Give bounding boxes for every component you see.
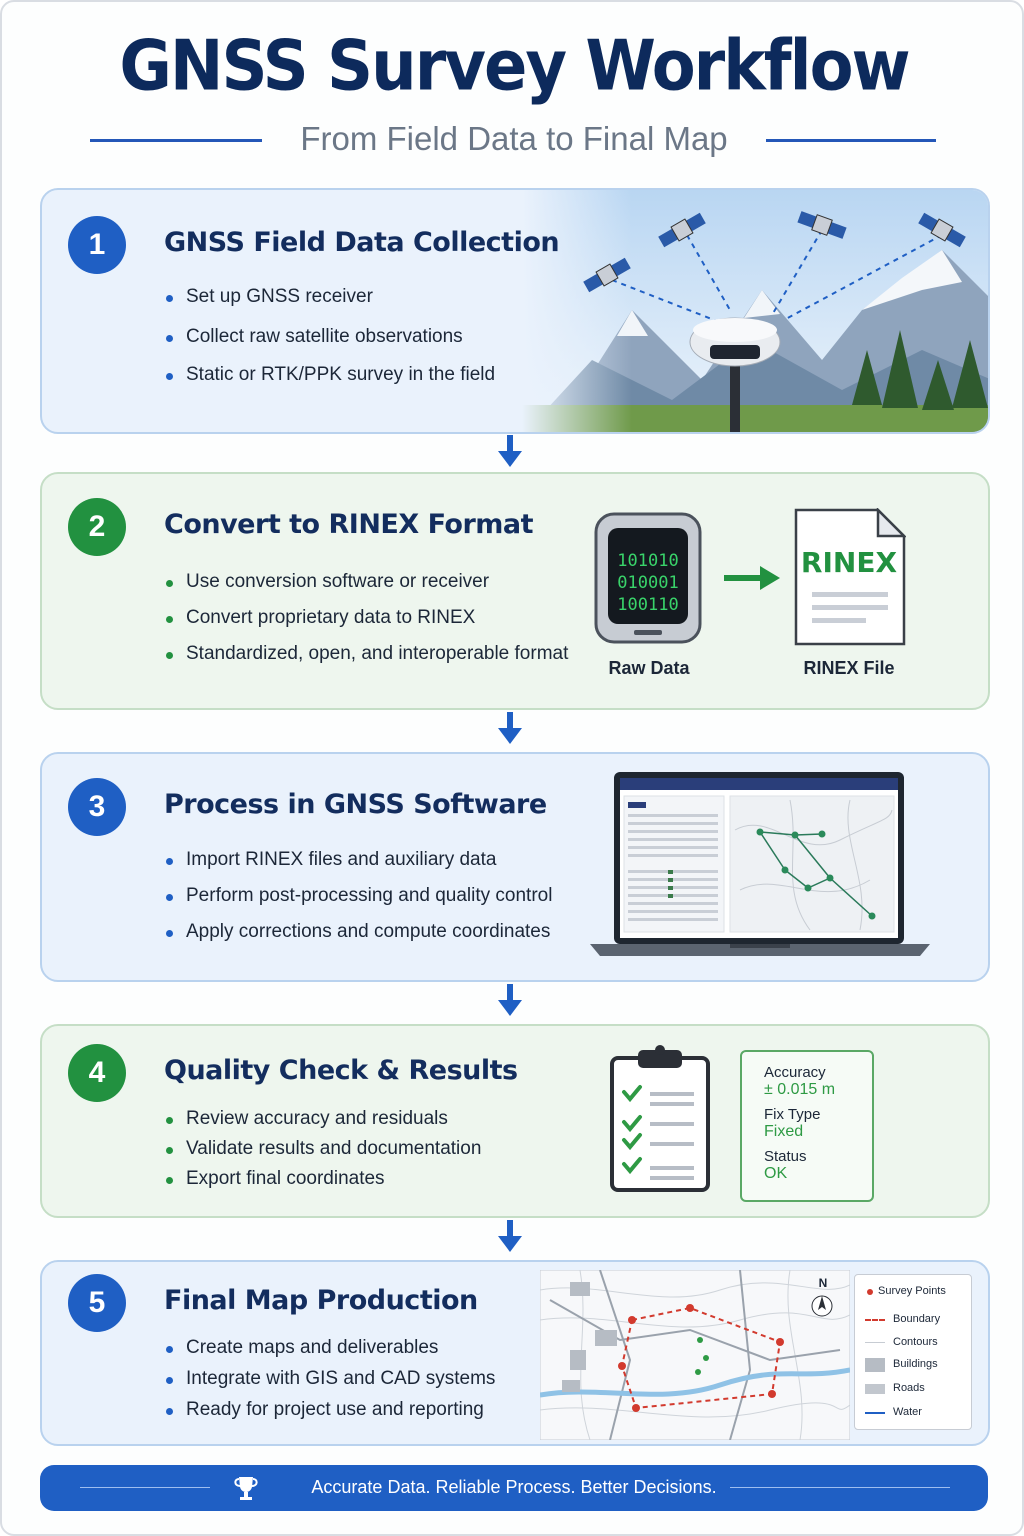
gnss-receiver-icon [689,317,781,432]
step-4-card: 4 Quality Check & Results Review accurac… [40,1024,990,1218]
step-2-title: Convert to RINEX Format [164,509,534,540]
list-item: Import RINEX files and auxiliary data [164,849,552,871]
step-3-title: Process in GNSS Software [164,789,547,820]
accuracy-value: ± 0.015 m [764,1081,836,1098]
arrow-down-icon [498,1220,522,1252]
rinex-file-label: RINEX File [803,658,895,678]
list-item: Create maps and deliverables [164,1337,495,1359]
footer-rule-left [80,1487,210,1488]
list-item: Ready for project use and reporting [164,1399,495,1421]
fix-type-label: Fix Type [764,1106,821,1123]
final-map-icon [540,1270,850,1440]
step-3-badge: 3 [68,778,126,836]
list-item: Use conversion software or receiver [164,571,568,593]
arrow-down-icon [498,984,522,1016]
step-5-card: 5 Final Map Production Create maps and d… [40,1260,990,1446]
accuracy-label: Accuracy [764,1064,826,1081]
step-1-badge: 1 [68,216,126,274]
list-item: Apply corrections and compute coordinate… [164,921,552,943]
step-4-title: Quality Check & Results [164,1055,518,1086]
list-item: Convert proprietary data to RINEX [164,607,568,629]
raw-bits-line: 101010 [617,551,679,571]
step-2-bullets: Use conversion software or receiver Conv… [164,571,568,665]
laptop-software-icon [590,772,930,956]
step-1-card: 1 GNSS Field Data Collection Set up GNSS… [40,188,990,434]
list-item: Review accuracy and residuals [164,1108,481,1130]
step-4-badge: 4 [68,1044,126,1102]
list-item: Collect raw satellite observations [164,326,495,348]
footer-tagline: Accurate Data. Reliable Process. Better … [311,1477,717,1497]
arrow-down-icon [498,435,522,467]
rinex-file-text: RINEX [800,546,898,579]
raw-bits-line: 010001 [617,573,679,593]
raw-data-bits: 101010 010001 100110 [608,550,688,616]
list-item: Perform post-processing and quality cont… [164,885,552,907]
step-4-bullets: Review accuracy and residuals Validate r… [164,1108,481,1190]
footer-rule-right [730,1487,950,1488]
trophy-icon [234,1477,258,1500]
status-value: OK [764,1165,788,1182]
field-collection-illustration [522,190,988,432]
satellite-icon [583,211,966,293]
step-3-bullets: Import RINEX files and auxiliary data Pe… [164,849,552,943]
list-item: Validate results and documentation [164,1138,481,1160]
list-item: Integrate with GIS and CAD systems [164,1368,495,1390]
north-arrow-icon [811,1295,833,1317]
fix-type-value: Fixed [764,1123,804,1140]
step-2-card: 2 Convert to RINEX Format Use conversion… [40,472,990,710]
subtitle-rule-left [90,139,262,142]
map-legend: Survey Points Boundary Contours Building… [854,1274,972,1430]
raw-bits-line: 100110 [617,595,679,615]
status-label: Status [764,1148,807,1165]
raw-data-device-icon [594,512,702,644]
clipboard-checklist-icon [610,1045,710,1192]
step-1-bullets: Set up GNSS receiver Collect raw satelli… [164,286,495,386]
step-1-title: GNSS Field Data Collection [164,227,560,258]
north-label: N [818,1276,828,1290]
results-panel: Accuracy ± 0.015 m Fix Type Fixed Status… [740,1050,874,1202]
step-5-title: Final Map Production [164,1285,478,1316]
subtitle-rule-right [766,139,936,142]
list-item: Export final coordinates [164,1168,481,1190]
list-item: Static or RTK/PPK survey in the field [164,364,495,386]
page-title: GNSS Survey Workflow [119,27,910,107]
page-subtitle: From Field Data to Final Map [300,120,728,157]
step-2-badge: 2 [68,498,126,556]
raw-data-label: Raw Data [608,658,690,678]
pine-trees [852,330,988,410]
arrow-right-icon [724,566,780,590]
list-item: Standardized, open, and interoperable fo… [164,643,568,665]
subtitle-row: From Field Data to Final Map [2,120,1024,160]
arrow-down-icon [498,712,522,744]
signal-lines [611,229,943,326]
rinex-file-icon [794,508,906,646]
list-item: Set up GNSS receiver [164,286,495,308]
step-5-badge: 5 [68,1274,126,1332]
step-3-card: 3 Process in GNSS Software Import RINEX … [40,752,990,982]
step-5-bullets: Create maps and deliverables Integrate w… [164,1337,495,1421]
footer-banner: Accurate Data. Reliable Process. Better … [40,1465,988,1511]
